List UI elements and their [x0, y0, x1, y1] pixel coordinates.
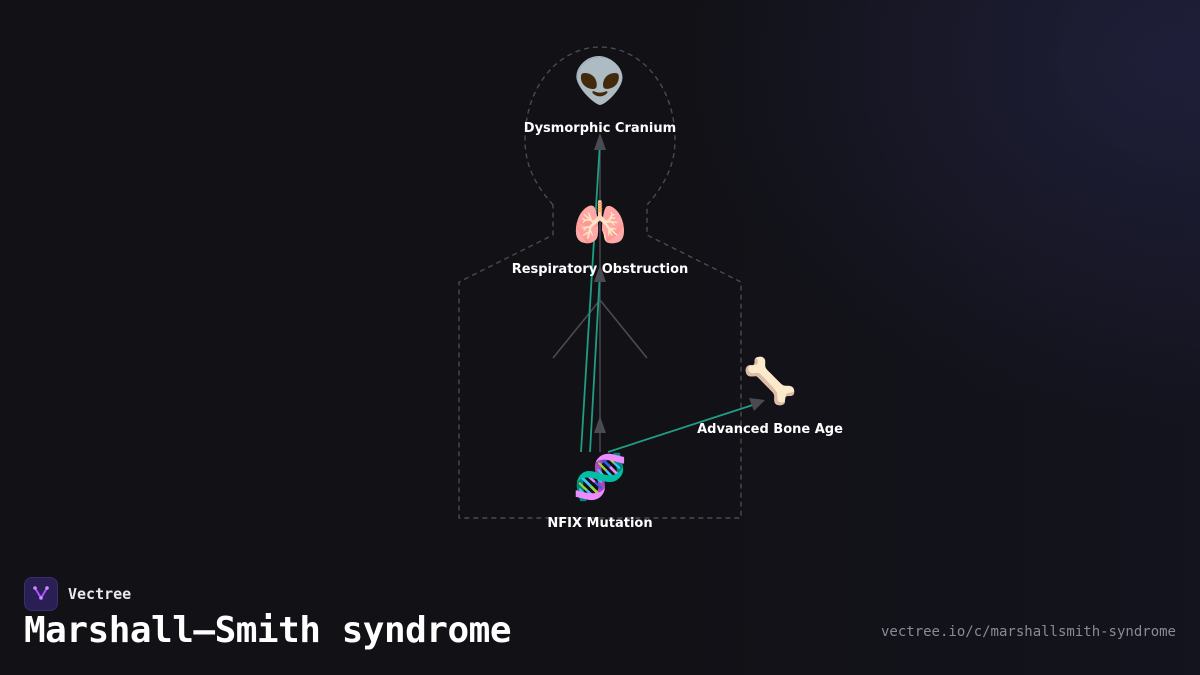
body-silhouette — [458, 46, 742, 519]
edge-nfix-respiratory — [589, 271, 601, 453]
arrowhead-bone-age — [749, 398, 765, 411]
alien-face-icon: 👽 — [573, 54, 628, 107]
brand: Vectree — [24, 577, 131, 611]
vectree-logo-icon — [24, 577, 58, 611]
figure-leg-left — [552, 299, 601, 359]
brand-name: Vectree — [68, 585, 132, 603]
edge-nfix-cranium — [580, 141, 601, 453]
dna-icon: 🧬 — [573, 450, 628, 503]
lungs-icon: 🫁 — [573, 198, 628, 249]
source-url: vectree.io/c/marshallsmith-syndrome — [880, 624, 1176, 640]
page-title: Marshall–Smith syndrome — [24, 610, 512, 651]
arrowhead-nfix — [594, 416, 606, 433]
edge-nfix-bone-age — [607, 401, 763, 453]
bone-icon: 🦴 — [743, 354, 798, 407]
node-label-nfix: NFIX Mutation — [547, 516, 652, 531]
node-label-respiratory: Respiratory Obstruction — [512, 262, 689, 277]
figure-leg-right — [599, 299, 648, 359]
node-label-cranium: Dysmorphic Cranium — [524, 121, 676, 136]
node-label-bone-age: Advanced Bone Age — [697, 422, 843, 437]
arrowhead-cranium — [594, 133, 606, 150]
arrowhead-respiratory — [594, 265, 606, 282]
